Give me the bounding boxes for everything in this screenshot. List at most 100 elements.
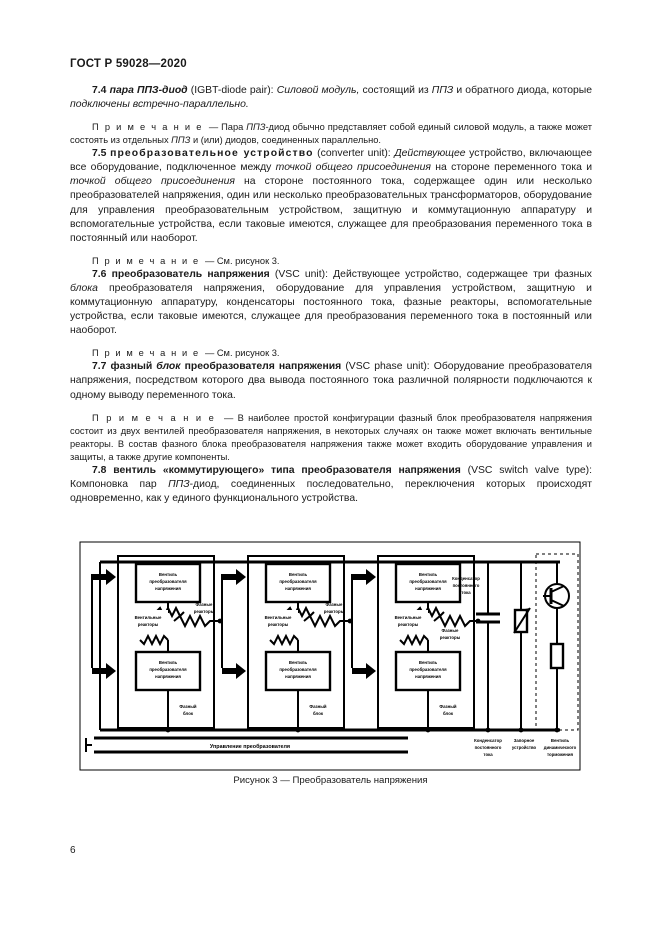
clause-7-8-term: вентиль «коммутирующего» типа преобразов… <box>113 464 461 476</box>
phase-1-lower-valve <box>134 650 202 692</box>
clause-7-4-note: П р и м е ч а н и е — Пара ППЗ-диод обыч… <box>70 122 592 146</box>
note-abbr: ППЗ <box>246 122 266 133</box>
phase-1-lower-valve-label-1: Вентиль <box>159 660 178 665</box>
phase-1-block-label-2: блок <box>183 711 194 716</box>
phase-3-block-label-2: блок <box>443 711 454 716</box>
phase-2-lower-valve-label-1: Вентиль <box>289 660 308 665</box>
bottom-braking-label-2: динамического <box>544 745 577 750</box>
phase-1-phase-reactor-label-1: Фазные <box>196 602 214 607</box>
clause-7-8-english: (VSC switch valve type): <box>467 464 592 476</box>
phase-3-lower-valve-label-2: преобразователя <box>409 667 447 672</box>
blocking-device-branch <box>513 562 531 733</box>
dc-cap-label-2: постоянного <box>453 583 480 588</box>
dc-cap-label-1: Конденсатор <box>452 576 480 581</box>
clause-7-8-number: 7.8 <box>92 464 107 476</box>
clause-7-5-note-text: — См. рисунок 3. <box>204 255 280 266</box>
blocking-device-slash <box>513 607 531 634</box>
page-number: 6 <box>70 845 76 856</box>
clause-7-7-note-label: П р и м е ч а н и е <box>92 412 216 423</box>
figure-border <box>79 541 581 771</box>
braking-resistor <box>549 642 565 670</box>
clause-7-4-english: (IGBT-diode pair): <box>190 85 274 96</box>
phase-3-phase-reactor <box>433 613 476 629</box>
figure-caption: Рисунок 3 — Преобразователь напряжения <box>233 775 428 786</box>
phase-1-reactor-label-1: Вентильные <box>135 615 162 620</box>
clause-7-6: 7.6 преобразователь напряжения (VSC unit… <box>70 268 592 337</box>
clause-7-5-i3: точкой общего присоединения <box>70 176 235 188</box>
phase-3-reactor-label-1: Вентильные <box>395 615 422 620</box>
clause-7-5: 7.5 преобразовательное устройство (conve… <box>70 148 593 244</box>
braking-transistor-collector <box>550 585 565 593</box>
note-abbr2: ППЗ <box>171 135 191 146</box>
dc-cap-node <box>485 727 491 733</box>
phase-1-block-label-1: Фазный <box>179 704 197 709</box>
phase-block-3-outline <box>377 555 475 729</box>
clause-7-4-number: 7.4 <box>92 85 107 96</box>
phase-3-block-label-1: Фазный <box>439 704 457 709</box>
phase-1-coil-lower <box>139 633 169 647</box>
dynamic-braking-branch <box>535 553 579 733</box>
phase-3-lower-valve-label-3: напряжения <box>415 674 441 679</box>
bottom-blocking-label-2: устройство <box>512 745 537 750</box>
phase-3-lower-valve <box>394 650 462 692</box>
clause-7-6-note: П р и м е ч а н и е — См. рисунок 3. <box>70 347 592 360</box>
clause-7-4-italic2: подключены встречно-параллельно. <box>70 99 249 111</box>
phase-3-coil-lower <box>399 633 429 647</box>
phase-1-upper-valve-label-3: напряжения <box>155 586 181 591</box>
clause-7-5-i1: Действующее <box>394 148 466 160</box>
blocking-device-arrow <box>525 608 530 613</box>
clause-7-4-abbr1: ППЗ <box>431 85 454 96</box>
phase-2-coil-lower <box>269 633 299 647</box>
bottom-braking-label-1: Вентиль <box>551 738 570 743</box>
vsc-schematic: .ln { stroke:#000; fill:none; } .t1 { st… <box>79 541 581 771</box>
phase-2-phase-reactor-label-1: Фазные <box>326 602 344 607</box>
clause-7-7-term-a: фазный <box>110 361 157 373</box>
phase-2-lower-valve-label-3: напряжения <box>285 674 311 679</box>
phase-block-1: Вентиль преобразователя напряжения Венти… <box>91 555 223 733</box>
phase-2-upper-valve-label-2: преобразователя <box>279 579 317 584</box>
clause-7-7: 7.7 фазный блок преобразователя напряжен… <box>70 361 592 401</box>
bottom-dc-cap-label-2: постоянного <box>475 745 502 750</box>
clause-7-6-number: 7.6 <box>92 268 107 280</box>
phase-3-coil-upper <box>415 605 445 619</box>
phase-1-ctrl-arrow-upper <box>92 569 116 585</box>
phase-1-upper-valve-label-2: преобразователя <box>149 579 187 584</box>
phase-3-reactor-label-2: реакторы <box>398 622 419 627</box>
phase-2-lower-valve <box>264 650 332 692</box>
clause-7-6-note-label: П р и м е ч а н и е <box>92 348 200 359</box>
bottom-blocking-label-1: Запорное <box>514 738 535 743</box>
clause-7-7-term-b: блок <box>156 361 181 373</box>
clause-7-5-term: преобразовательное устройство <box>110 148 314 160</box>
phase-1-phase-reactor <box>173 613 218 629</box>
phase-2-block-label-1: Фазный <box>309 704 327 709</box>
phase-3-phase-reactor-label-1: Фазные <box>442 628 460 633</box>
phase-3-upper-valve-label-3: напряжения <box>415 586 441 591</box>
phase-3-ctrl-arrow-lower <box>352 663 376 679</box>
bottom-labels: Конденсатор постоянного тока Запорное ус… <box>474 738 576 757</box>
clause-7-5-i2: точкой общего присоединения <box>275 162 431 174</box>
converter-control-label: Управление преобразователя <box>210 743 290 750</box>
clause-7-6-term: преобразователь напряжения <box>111 268 270 280</box>
phase-2-upper-valve-label-3: напряжения <box>285 586 311 591</box>
phase-block-2-outline <box>247 555 345 729</box>
phase-1-ctrl-arrow-lower <box>92 663 116 679</box>
dc-capacitor-branch: Конденсатор постоянного тока <box>452 562 500 733</box>
clause-7-4-term: пара ППЗ-диод <box>109 85 188 96</box>
phase-2-lower-valve-label-2: преобразователя <box>279 667 317 672</box>
dc-cap-label-3: тока <box>461 590 471 595</box>
clause-7-7-number: 7.7 <box>92 361 107 373</box>
standard-header: ГОСТ Р 59028—2020 <box>70 58 187 70</box>
clause-7-8: 7.8 вентиль «коммутирующего» типа преобр… <box>70 464 592 504</box>
phase-1-lower-valve-label-3: напряжения <box>155 674 181 679</box>
clause-7-6-i1: блока <box>70 282 98 294</box>
phase-3-reactor-labelbg <box>388 610 428 632</box>
clause-7-8-i1: ППЗ <box>168 478 190 490</box>
clause-7-6-english: (VSC unit): <box>274 268 328 280</box>
clause-7-7-note: П р и м е ч а н и е — В наиболее простой… <box>70 412 592 464</box>
phase-1-reactor-label-2: реакторы <box>138 622 159 627</box>
dynamic-braking-dashed-box <box>535 553 579 731</box>
phase-1-reactor-labelbg <box>128 610 168 632</box>
phase-1-upper-valve-label-1: Вентиль <box>159 572 178 577</box>
phase-3-bottom-node <box>425 727 431 733</box>
